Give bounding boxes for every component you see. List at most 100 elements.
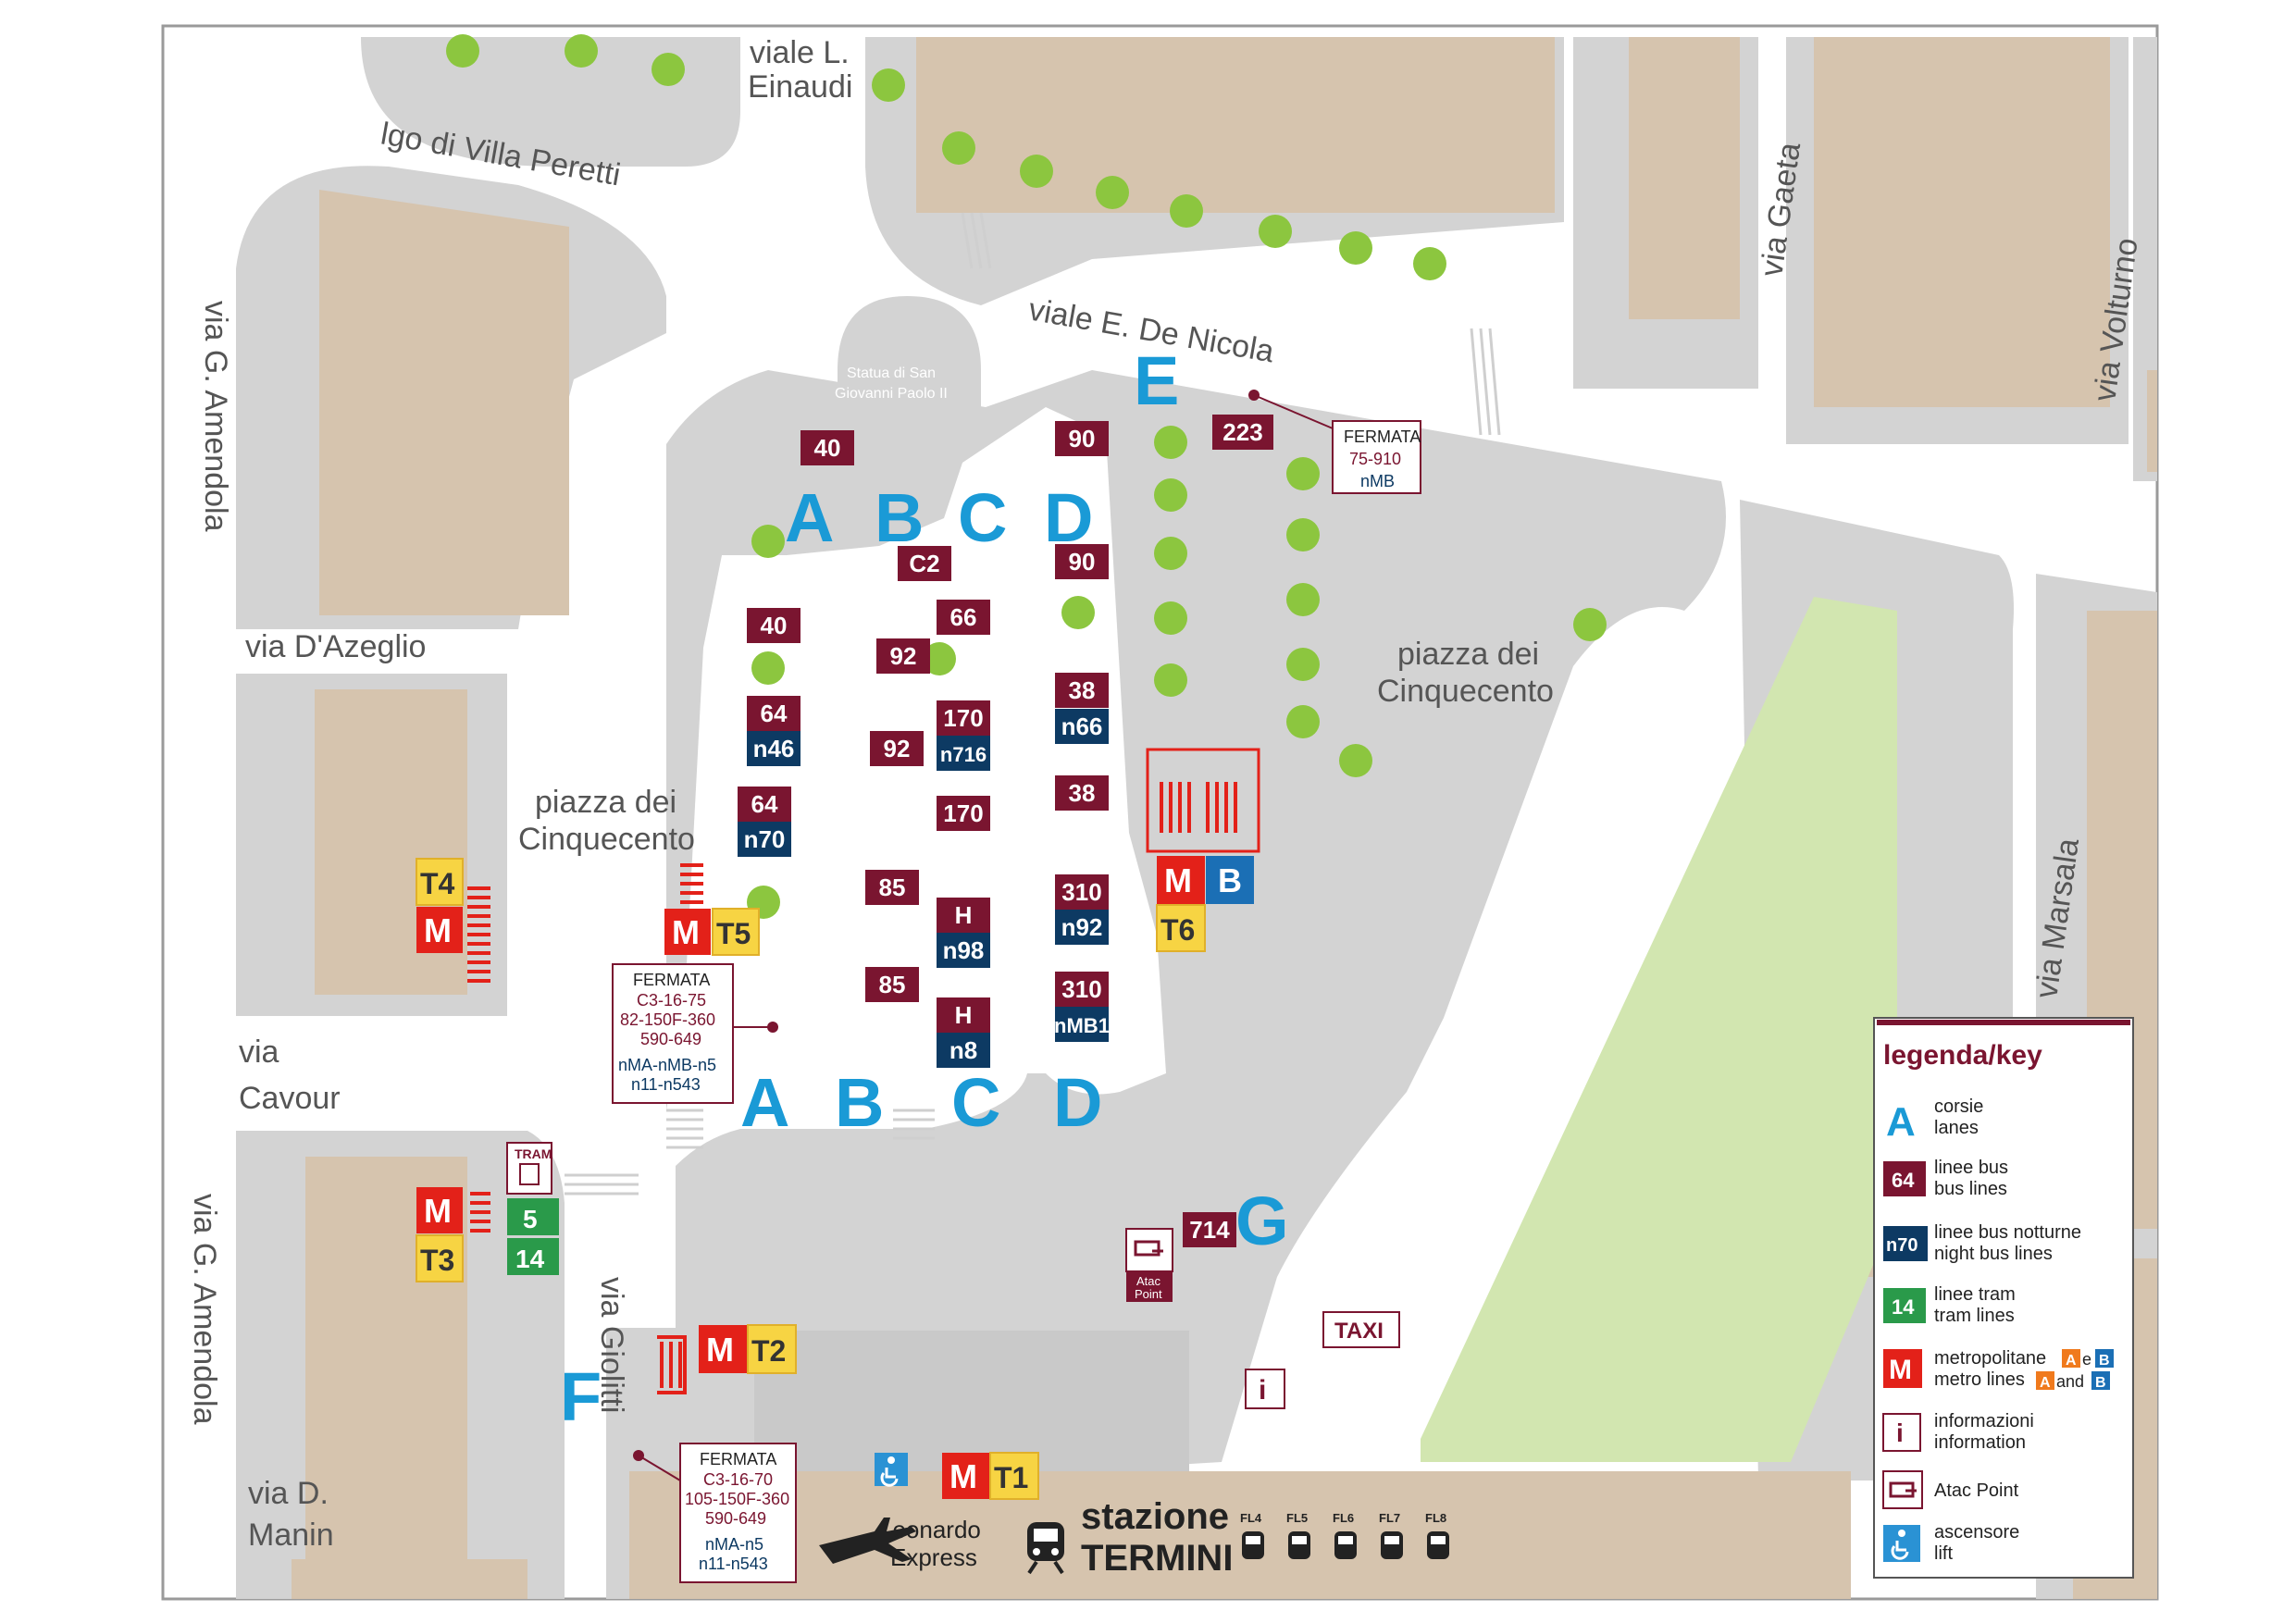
bus-line-label: 170 [943,704,983,732]
legend-tram-line2: tram lines [1934,1306,2015,1326]
metro-m-symbol: M [424,911,452,949]
legend-tram-line1: linee tram [1934,1284,2016,1305]
lane-letters: A B C D E A B C D F G [560,342,1289,1435]
legend-lane-line1: corsie [1934,1096,1983,1117]
bus-line-label: 66 [950,603,977,631]
lane-f: F [560,1358,602,1435]
legend-atac-line1: Atac Point [1934,1481,2019,1501]
metro-t5-label: T5 [716,917,751,950]
metro-t2-label: T2 [751,1334,786,1368]
bus-line-label: n66 [1061,712,1103,740]
metro-t1: M T1 [942,1452,1039,1500]
bus-badge [937,997,990,1033]
bus-line-label: n70 [744,825,786,853]
park [1421,597,1897,1462]
metro-t4-label: T4 [420,867,455,900]
night-bus-badge [747,731,800,766]
legend-night-line1: linee bus notturne [1934,1222,2081,1243]
metro-t1-label: T1 [994,1461,1028,1494]
fl-line-label: FL7 [1379,1511,1400,1525]
stairs-icon [467,886,490,983]
bus-badge [1055,673,1109,708]
bus-line-label: 64 [761,700,788,727]
fermata-e-title: FERMATA [1344,427,1421,446]
fermata-f-bus1: C3-16-70 [703,1470,773,1489]
leonardo-line2: Express [890,1543,977,1571]
fermata-a-bus3: 590-649 [640,1030,701,1048]
bus-badge [738,787,791,822]
night-bus-badge [937,1033,990,1068]
bus-line-label: 714 [1189,1216,1230,1244]
station-termini: stazione TERMINI [1027,1496,1233,1579]
fl-line-label: FL6 [1333,1511,1354,1525]
bus-badge [1212,415,1273,450]
train-window [1338,1536,1353,1544]
bus-badge [1055,544,1109,579]
train-icon [1427,1531,1449,1559]
street-einaudi-2: Einaudi [748,69,852,105]
bus-line-label: 92 [884,735,911,762]
fermata-f-night1: nMA-n5 [705,1535,763,1554]
train-icon [1288,1531,1310,1559]
bus-line-label: nMB1 [1054,1014,1110,1037]
street-manin-1: via D. [248,1476,329,1511]
train-icon [1381,1531,1403,1559]
bus-line-label: 92 [890,642,917,670]
street-cavour-1: via [239,1035,279,1070]
bus-line-label: 310 [1061,878,1101,906]
legend-info-line2: information [1934,1432,2026,1453]
street-names: viale L. Einaudi lgo di Villa Peretti vi… [187,35,2145,1553]
bus-badge [865,967,919,1002]
legend-metro-b-2: B [2095,1375,2106,1391]
street-cinquecento-right-1: piazza dei [1397,637,1539,672]
bus-line-label: 64 [751,790,778,818]
legend-metro-and: and [2056,1372,2084,1391]
bus-badge [876,638,930,674]
bus-line-label: n8 [949,1036,977,1064]
legend-night-line2: night bus lines [1934,1244,2053,1264]
info-point: i [1245,1369,1285,1409]
fermata-a-box: FERMATA C3-16-75 82-150F-360 590-649 nMA… [612,963,778,1104]
legend-night-symbol: n70 [1886,1235,1917,1256]
bus-badge [937,700,990,736]
bus-badge [747,608,800,643]
bus-line-label: 40 [814,434,841,462]
atac-point: Atac Point [1125,1228,1173,1302]
tram-label: TRAM [515,1146,552,1161]
lane-c-top: C [958,479,1007,556]
leonardo-express: Leonardo Express [819,1516,981,1571]
ticket-icon [1134,1240,1163,1257]
station-canopy [754,1331,1189,1471]
atac-point-line2: Point [1135,1287,1162,1301]
tram-line-14: 14 [515,1245,545,1273]
bus-line-label: 90 [1069,548,1096,576]
fermata-a-title: FERMATA [633,971,710,989]
lift-icon [875,1453,908,1487]
train-window [1384,1536,1399,1544]
fermata-f-title: FERMATA [700,1450,776,1468]
metro-m-symbol-t5: M [672,913,700,951]
escalator-icon [1160,782,1237,833]
trees [446,34,1607,919]
lane-a-bottom: A [740,1064,789,1141]
street-amendola-top: via G. Amendola [198,301,233,532]
metro-m-symbol-t2: M [706,1331,734,1369]
night-bus-badge [1055,910,1109,945]
stairs-icon-t3 [470,1192,490,1233]
fermata-a-bus2: 82-150F-360 [620,1010,715,1029]
metro-m-symbol-t6: M [1164,861,1192,899]
bus-line-label: 85 [879,873,906,901]
legend-metro-a-2: A [2040,1375,2051,1391]
statue-line1: Statua di San [847,365,936,381]
night-bus-badge [937,933,990,968]
street-manin-2: Manin [248,1518,334,1553]
info-icon: i [1259,1375,1266,1406]
bus-badge [1055,972,1109,1007]
night-bus-badge [1055,709,1109,744]
taxi-label: TAXI [1334,1319,1384,1344]
metro-t5: M T5 [664,863,760,956]
metro-t6-label: T6 [1160,913,1195,947]
bus-badge [747,696,800,731]
